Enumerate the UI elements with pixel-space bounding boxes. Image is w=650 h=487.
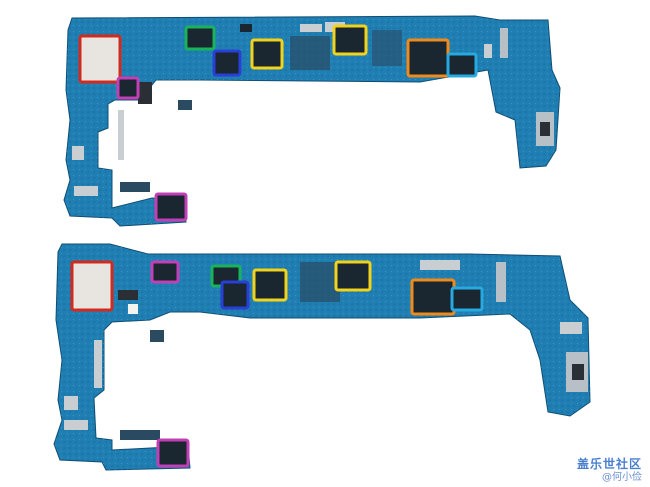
upper-yellow-chip-left (250, 38, 284, 70)
lower-orange-chip (410, 278, 456, 316)
upper-board-components (72, 22, 554, 196)
lower-magenta-chip-bottom (156, 438, 190, 468)
upper-red-chip (78, 34, 122, 84)
upper-green-chip (184, 25, 216, 51)
upper-cyan-chip (446, 52, 478, 78)
watermark-user: @何小俭 (602, 471, 642, 483)
lower-yellow-chip-left (252, 268, 288, 302)
upper-orange-chip (406, 38, 450, 78)
lower-magenta-chip-top (150, 260, 180, 284)
lower-red-chip (70, 260, 114, 312)
lower-cyan-chip (450, 286, 484, 312)
upper-yellow-chip-right (332, 24, 368, 56)
lower-blue-chip (220, 280, 250, 310)
upper-blue-chip (212, 49, 242, 77)
upper-board (63, 15, 561, 227)
lower-board-components (64, 260, 588, 440)
watermark-brand: 盖乐世社区 (576, 456, 642, 471)
lower-board (53, 243, 591, 471)
watermark: 盖乐世社区 @何小俭 (576, 456, 642, 483)
lower-yellow-chip-right (334, 260, 372, 292)
upper-magenta-chip-bottom (154, 192, 188, 222)
upper-magenta-chip-top (116, 76, 140, 100)
